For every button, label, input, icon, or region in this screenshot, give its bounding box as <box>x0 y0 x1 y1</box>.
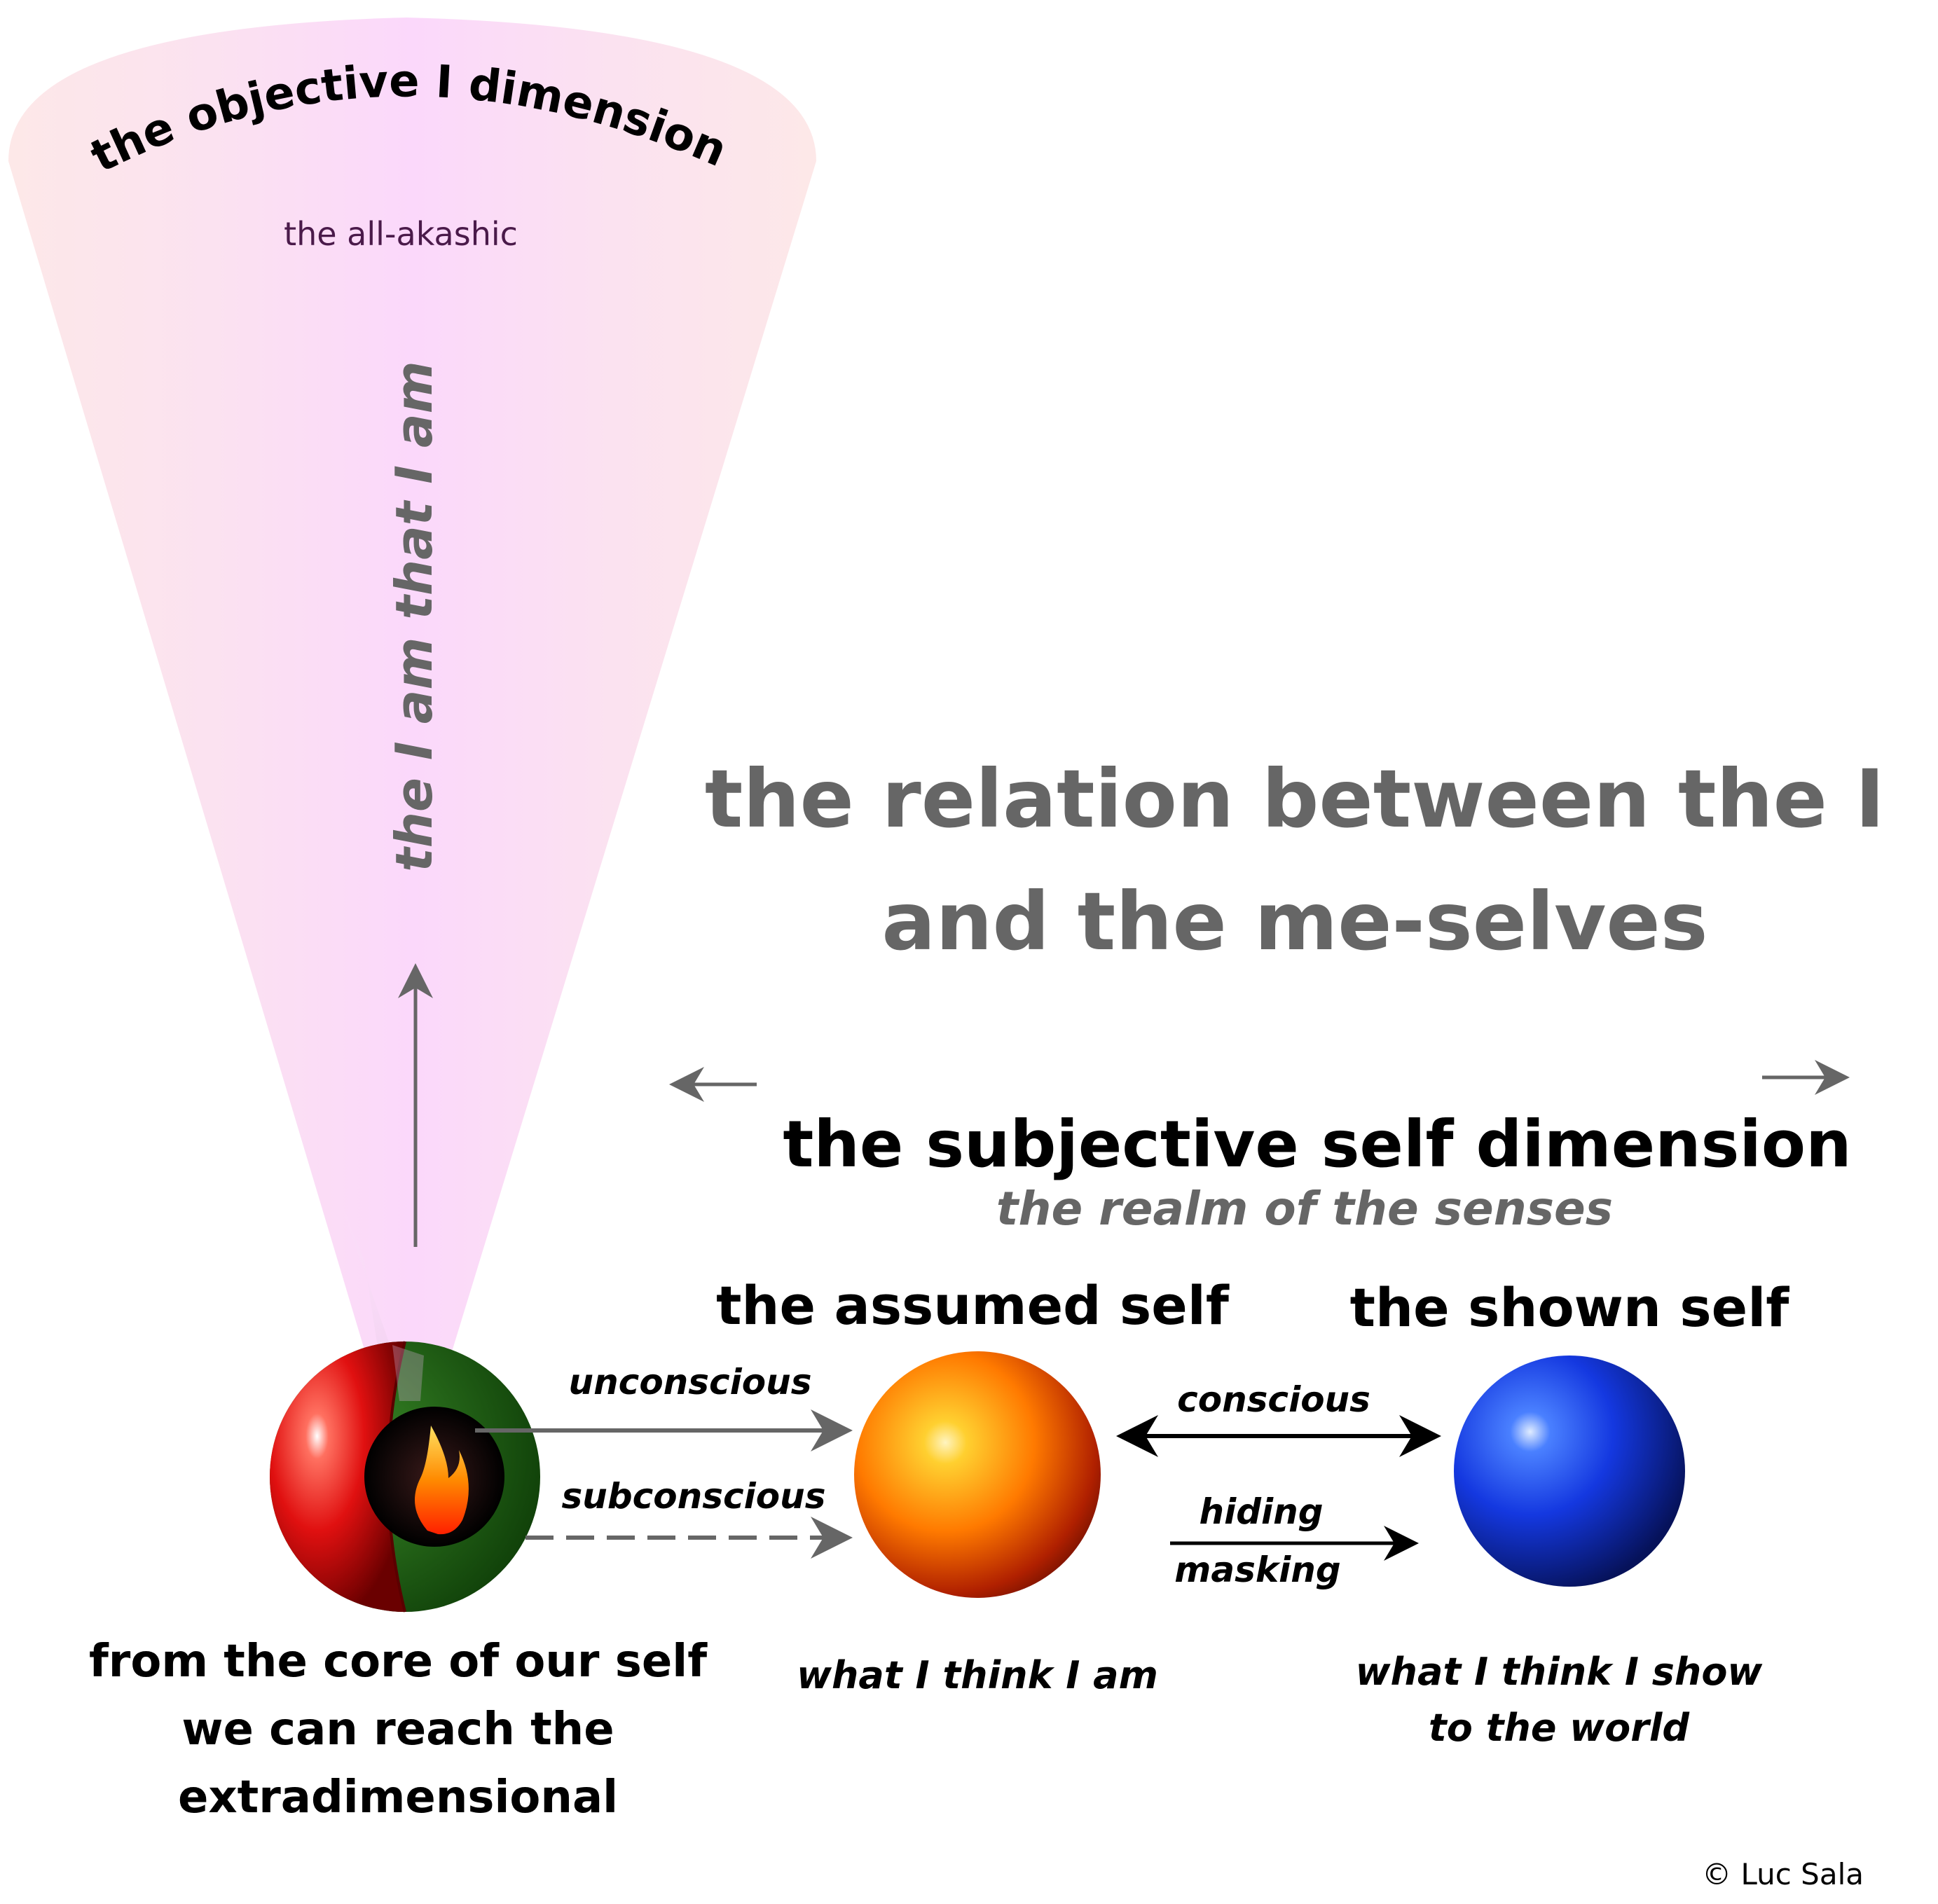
objective-subtitle: the all-akashic <box>284 215 518 253</box>
shown-self-title: the shown self <box>1350 1276 1790 1339</box>
conscious-label: conscious <box>1177 1379 1370 1420</box>
shown-self-caption-line2: to the world <box>1429 1706 1691 1750</box>
core-caption-line3: extradimensional <box>178 1772 618 1823</box>
copyright: © Luc Sala <box>1702 1857 1864 1891</box>
core-caption-line1: from the core of our self <box>89 1636 708 1688</box>
hiding-label: hiding <box>1199 1491 1323 1532</box>
unconscious-label: unconscious <box>568 1362 811 1402</box>
objective-vertical-label: the I am that I am <box>385 361 444 871</box>
subjective-title: the subjective self dimension <box>783 1107 1851 1182</box>
subjective-subtitle: the realm of the senses <box>996 1182 1613 1236</box>
masking-label: masking <box>1174 1550 1340 1590</box>
shown-self-sphere <box>1454 1355 1685 1587</box>
shown-self-caption-line1: what I think I show <box>1356 1650 1764 1694</box>
objective-cone <box>8 18 816 1443</box>
core-sphere <box>270 1341 540 1613</box>
assumed-self-caption: what I think I am <box>797 1653 1158 1697</box>
assumed-self-title: the assumed self <box>716 1274 1230 1337</box>
core-caption-line2: we can reach the <box>181 1704 614 1755</box>
flame-icon <box>415 1426 469 1535</box>
assumed-self-sphere <box>854 1351 1101 1598</box>
main-title-line1: the relation between the I <box>705 752 1885 846</box>
main-title-line2: and the me-selves <box>881 875 1707 968</box>
subconscious-label: subconscious <box>562 1476 826 1517</box>
